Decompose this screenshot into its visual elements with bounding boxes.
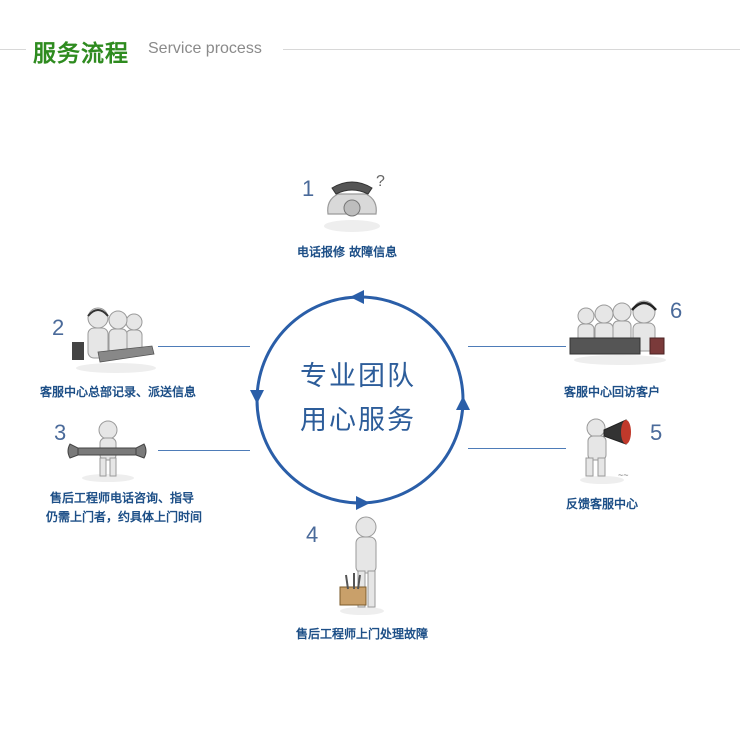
header-divider-right: [283, 49, 740, 50]
header-divider-left: [0, 49, 26, 50]
step4-number: 4: [306, 522, 319, 547]
center-slogan-line2: 用心服务: [300, 405, 416, 436]
arrow-bottom-icon: [356, 496, 370, 510]
callcenter-icon: [569, 300, 666, 365]
megaphone-person-icon: ~~: [580, 418, 631, 484]
center-slogan: 专业团队 用心服务: [258, 355, 458, 443]
page-title: 服务流程: [33, 41, 129, 67]
center-slogan-line1: 专业团队: [300, 361, 416, 392]
step2-number: 2: [52, 315, 65, 340]
page-header: 服务流程 Service process: [0, 0, 740, 80]
page-subtitle: Service process: [148, 40, 262, 57]
cycle-circle: [250, 290, 470, 510]
svg-text:~~: ~~: [618, 470, 629, 480]
connector-step5: [468, 448, 566, 449]
arrow-right-icon: [456, 396, 470, 410]
connector-step3: [158, 450, 250, 451]
step1-label: 电话报修 故障信息: [297, 245, 398, 259]
step3-number: 3: [54, 420, 67, 445]
arrow-left-icon: [250, 390, 264, 404]
step3-label-line2: 仍需上门者，约具体上门时间: [46, 510, 203, 524]
telephone-icon: ?: [324, 173, 385, 232]
step5-number: 5: [650, 420, 663, 445]
headset-operators-icon: [72, 307, 156, 373]
step1-number: 1: [302, 176, 315, 201]
connector-step2: [158, 346, 250, 347]
svg-text:?: ?: [376, 173, 385, 190]
connector-step6: [468, 346, 566, 347]
wrench-person-icon: [67, 420, 147, 482]
step6-label: 客服中心回访客户: [564, 385, 661, 399]
step3-label-line1: 售后工程师电话咨询、指导: [50, 491, 195, 505]
toolbox-person-icon: [339, 516, 384, 615]
step6-number: 6: [670, 298, 683, 323]
arrow-top-icon: [350, 290, 364, 304]
step2-label: 客服中心总部记录、派送信息: [40, 385, 197, 399]
step5-label: 反馈客服中心: [566, 497, 639, 511]
step4-label: 售后工程师上门处理故障: [296, 627, 429, 641]
